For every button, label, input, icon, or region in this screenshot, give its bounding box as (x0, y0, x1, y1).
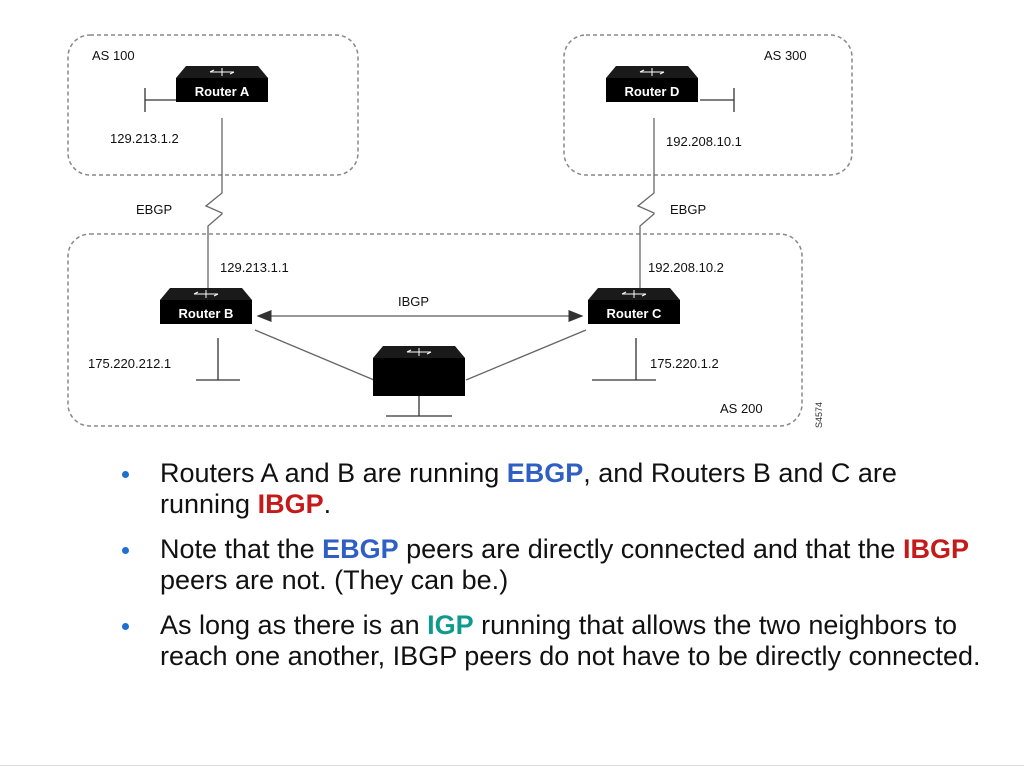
figure-number: S4574 (814, 402, 824, 428)
address-router-d: 192.208.10.1 (666, 134, 742, 149)
ibgp-label: IBGP (398, 294, 429, 309)
address-router-c-lan: 175.220.1.2 (650, 356, 719, 371)
ebgp-label-right: EBGP (670, 202, 706, 217)
as200-label: AS 200 (720, 401, 763, 416)
ebgp-link-d-c (636, 118, 655, 288)
footer-divider (0, 765, 1024, 766)
bullet-text: peers are directly connected and that th… (398, 534, 903, 564)
keyword-ebgp: EBGP (506, 458, 584, 488)
router-c-label: Router C (607, 306, 663, 321)
bullet-text: . (323, 489, 332, 519)
keyword-ibgp: IBGP (257, 489, 324, 519)
keyword-ebgp: EBGP (322, 534, 399, 564)
router-c: Router C (587, 287, 681, 325)
middle-router-lan (386, 396, 452, 417)
bullet-text: As long as there is an (160, 610, 428, 640)
router-d-label: Router D (625, 84, 680, 99)
router-middle (373, 346, 465, 396)
bullet-text: running that allows the two neighbors to… (160, 610, 981, 671)
address-router-b-up: 129.213.1.1 (220, 260, 289, 275)
as300-boundary (563, 34, 853, 176)
router-a: Router A (175, 65, 269, 103)
router-c-lan (592, 338, 656, 381)
bullet-text: , and Routers B and C are running (160, 458, 897, 519)
ebgp-link-a-b (204, 118, 223, 288)
link-b-middle (254, 329, 375, 381)
router-b-label: Router B (179, 306, 234, 321)
router-a-label: Router A (195, 84, 250, 99)
bullet-text: peers are not. (They can be.) (160, 565, 509, 595)
address-router-b-lan: 175.220.212.1 (88, 356, 171, 371)
bullet-list: Routers A and B are running EBGP, and Ro… (118, 458, 988, 686)
router-d-stub (700, 88, 735, 112)
address-router-c-up: 192.208.10.2 (648, 260, 724, 275)
bullet-item: Routers A and B are running EBGP, and Ro… (118, 458, 988, 520)
as100-boundary (67, 34, 359, 176)
router-b: Router B (159, 287, 253, 325)
router-d: Router D (605, 65, 699, 103)
bullet-item: As long as there is an IGP running that … (118, 610, 988, 672)
keyword-igp: IGP (427, 610, 474, 640)
address-router-a: 129.213.1.2 (110, 131, 179, 146)
router-b-lan (196, 338, 240, 381)
as300-label: AS 300 (764, 48, 807, 63)
bullet-text: Routers A and B are running (160, 458, 507, 488)
bullet-dot (122, 547, 129, 554)
ebgp-label-left: EBGP (136, 202, 172, 217)
bgp-network-diagram: AS 100 AS 300 AS 200 Router A Router D R… (67, 34, 853, 428)
link-c-middle (465, 329, 587, 381)
bullet-item: Note that the EBGP peers are directly co… (118, 534, 988, 596)
as100-label: AS 100 (92, 48, 135, 63)
router-a-stub (144, 88, 178, 112)
keyword-ibgp: IBGP (902, 534, 969, 564)
as200-boundary (67, 233, 803, 427)
bullet-dot (122, 471, 129, 478)
bullet-text: Note that the (160, 534, 323, 564)
bullet-dot (122, 623, 129, 630)
